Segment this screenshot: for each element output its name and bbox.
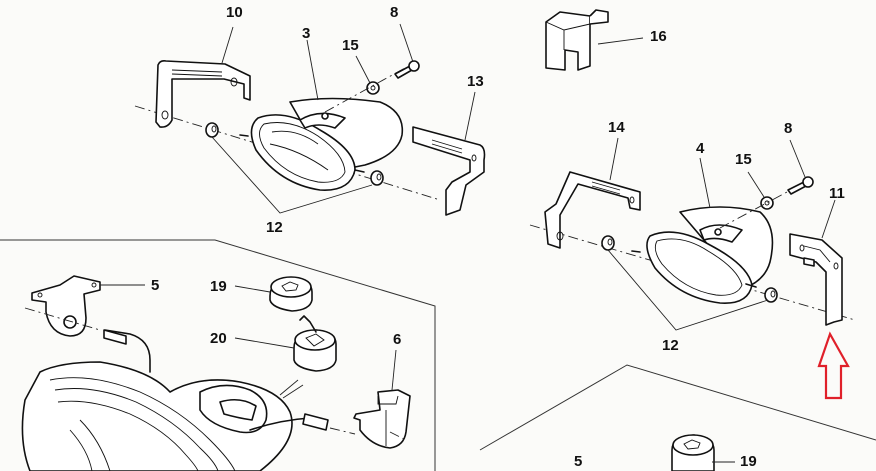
grommet-12-left	[205, 122, 219, 138]
callout-14: 14	[608, 119, 625, 136]
headlamp-body	[21, 329, 329, 471]
callout-12: 12	[266, 219, 283, 236]
bracket-10	[155, 60, 251, 128]
leader-8b	[789, 139, 806, 178]
screw-8-left	[394, 60, 420, 79]
leader-8a	[399, 23, 414, 63]
callout-16: 16	[650, 28, 667, 45]
leader-20	[234, 337, 295, 349]
leader-19a	[234, 285, 271, 293]
callout-4: 4	[696, 140, 705, 157]
leader-11	[821, 199, 836, 239]
connector-cover-16	[545, 9, 609, 71]
callout-19: 19	[210, 278, 227, 295]
callout-15: 15	[735, 151, 752, 168]
leader-15a	[355, 55, 371, 84]
leader-14	[609, 137, 619, 181]
callout-12: 12	[662, 337, 679, 354]
callout-3: 3	[302, 25, 311, 42]
leader-12b	[607, 249, 769, 331]
leader-3	[306, 39, 319, 101]
leader-12a	[211, 136, 373, 214]
callout-8: 8	[784, 120, 793, 137]
grommet-12-right-group-left	[601, 235, 615, 251]
mount-bracket-6	[353, 389, 411, 449]
bracket-13	[412, 126, 486, 216]
callout-8: 8	[390, 4, 399, 21]
leader-13	[464, 91, 476, 141]
callout-20: 20	[210, 330, 227, 347]
callout-11: 11	[829, 185, 845, 202]
leader-15b	[747, 171, 765, 198]
grommet-12-right	[370, 170, 384, 186]
fog-lamp-4	[631, 206, 774, 304]
leader-10	[221, 26, 234, 64]
washer-15-left	[366, 81, 380, 95]
grommet-12-right-group-right	[764, 287, 778, 303]
red-arrow-annotation	[817, 331, 850, 400]
leader-16	[597, 37, 644, 45]
callout-15: 15	[342, 37, 359, 54]
assembly-axis-left	[134, 105, 441, 201]
callout-10: 10	[226, 4, 243, 21]
bracket-14	[544, 171, 641, 249]
callout-13: 13	[467, 73, 484, 90]
mount-bracket-5	[31, 275, 101, 337]
bulb-holder-20	[293, 315, 337, 372]
bracket-11	[789, 233, 843, 326]
fog-lamp-3	[239, 97, 404, 191]
bulb-cap-19a	[269, 276, 313, 312]
callout-5: 5	[151, 277, 160, 294]
bulb-cap-19b	[671, 434, 715, 471]
washer-15-right	[760, 196, 774, 210]
section-boundary-left	[0, 239, 436, 471]
leader-4	[699, 157, 711, 209]
callout-19: 19	[740, 453, 757, 470]
callout-6: 6	[393, 331, 402, 348]
screw-8-right	[787, 176, 814, 195]
leader-6	[391, 349, 397, 391]
callout-5: 5	[574, 453, 583, 470]
section-boundary-right	[479, 364, 876, 451]
